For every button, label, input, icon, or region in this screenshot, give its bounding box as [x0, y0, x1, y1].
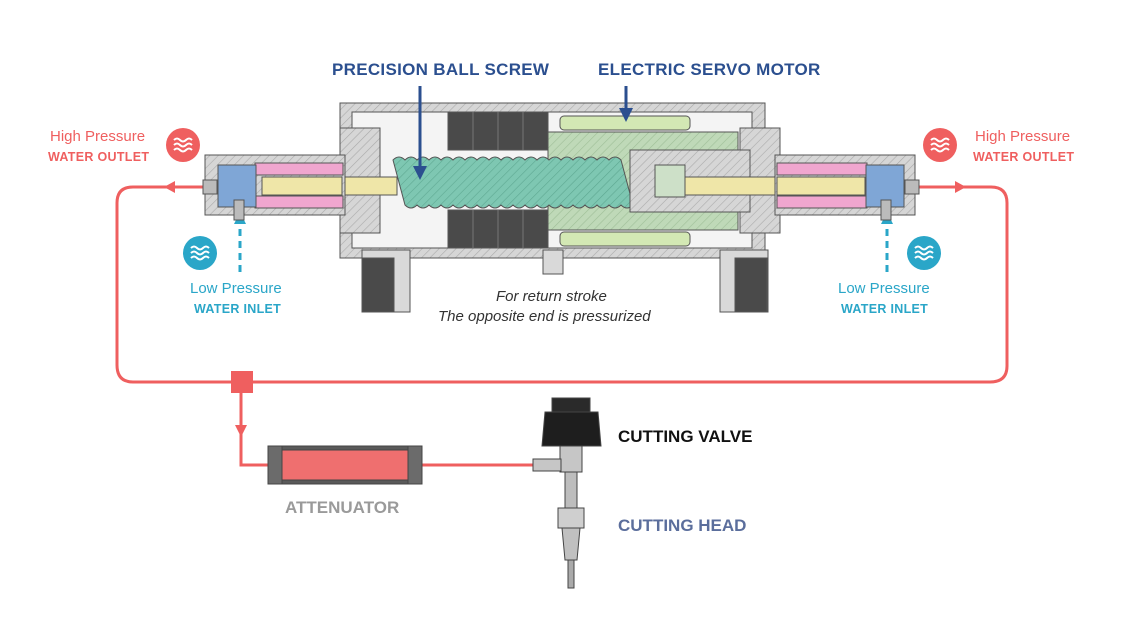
cutting-valve-assembly: [532, 397, 602, 589]
cutting-head-label: CUTTING HEAD: [618, 516, 747, 535]
water-waves-icon: [166, 128, 200, 162]
hp-loop-line: [115, 185, 1009, 384]
lp-inlet-left-title: Low Pressure: [190, 280, 282, 297]
lp-inlet-right: [881, 212, 893, 272]
high-pressure-loop: [115, 185, 1009, 467]
water-waves-icon: [183, 236, 217, 270]
ball-screw-pointer: [413, 86, 427, 180]
cutting-head: [557, 507, 585, 529]
hp-junction-block: [231, 371, 253, 393]
attenuator: [267, 445, 423, 485]
hp-outlet-left-title: High Pressure: [50, 128, 146, 145]
plunger-rod-right: [684, 176, 786, 196]
water-waves-icon: [923, 128, 957, 162]
lp-inlet-left-subtitle: WATER INLET: [194, 302, 282, 316]
return-stroke-note: For return stroke: [496, 288, 607, 305]
water-waves-icon: [907, 236, 941, 270]
servo-motor-pointer: [619, 86, 633, 122]
hp-arrow-right-icon: [955, 181, 966, 193]
hp-branch-to-attenuator: [239, 382, 270, 467]
ball-screw: [392, 156, 634, 209]
hp-outlet-right-subtitle: WATER OUTLET: [973, 150, 1075, 164]
arrow-down-icon: [619, 108, 633, 122]
return-stroke-note-2: The opposite end is pressurized: [438, 308, 651, 325]
servo-motor-label: ELECTRIC SERVO MOTOR: [598, 60, 821, 79]
cutting-valve-actuator: [541, 411, 602, 447]
cutting-valve-label: CUTTING VALVE: [618, 427, 753, 446]
arrow-down-icon: [413, 166, 427, 180]
hp-outlet-left-subtitle: WATER OUTLET: [48, 150, 150, 164]
attenuator-label: ATTENUATOR: [285, 498, 400, 517]
lp-inlet-right-subtitle: WATER INLET: [841, 302, 929, 316]
intensifier-pump: [202, 102, 920, 313]
servo-rotor-bottom: [559, 231, 691, 247]
hp-outlet-right-title: High Pressure: [975, 128, 1071, 145]
hp-arrow-down-icon: [235, 425, 247, 437]
ball-screw-label: PRECISION BALL SCREW: [332, 60, 550, 79]
hp-arrow-left-icon: [164, 181, 175, 193]
lp-inlet-left: [234, 212, 246, 272]
lp-inlet-right-title: Low Pressure: [838, 280, 930, 297]
